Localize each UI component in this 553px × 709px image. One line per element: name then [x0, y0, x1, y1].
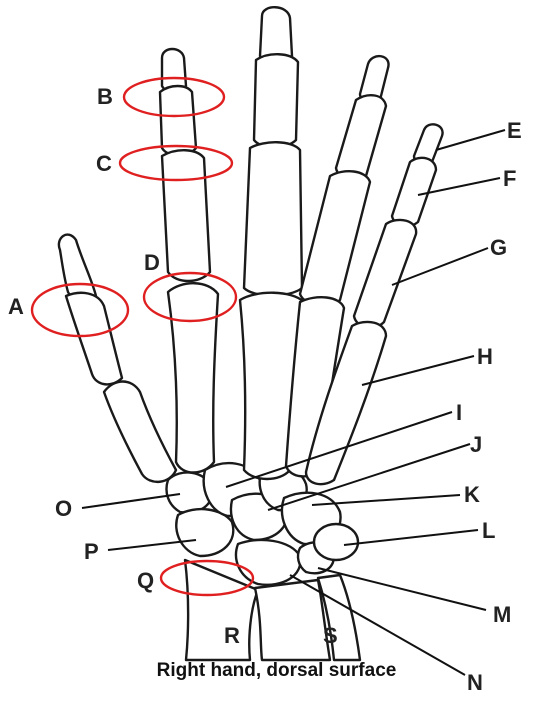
little-finger-bones: [304, 123, 444, 486]
leader-g: [391, 247, 489, 286]
label-a: A: [8, 294, 24, 319]
label-o: O: [55, 496, 73, 521]
leader-n: [289, 574, 466, 676]
ring-c: [118, 144, 234, 182]
label-p: P: [84, 539, 99, 564]
label-r: R: [224, 623, 240, 648]
leader-k: [311, 494, 461, 506]
label-k: K: [464, 482, 480, 507]
ring-d: [142, 271, 238, 323]
leader-f: [417, 177, 501, 196]
label-h: H: [477, 344, 493, 369]
leader-m: [317, 567, 487, 611]
index-finger-bones: [158, 47, 220, 474]
label-n: N: [467, 670, 483, 695]
label-d: D: [144, 250, 160, 275]
ring-b: [122, 76, 226, 118]
leader-e: [435, 129, 506, 151]
label-b: B: [97, 84, 113, 109]
label-j: J: [470, 432, 483, 457]
forearm-bones: [183, 558, 362, 662]
leader-l: [343, 529, 479, 546]
leader-lines: [81, 129, 506, 676]
ring-q: [159, 559, 255, 597]
label-l: L: [482, 518, 496, 543]
ring-a: [30, 282, 130, 338]
label-m: M: [493, 602, 512, 627]
highlight-rings: [30, 76, 255, 597]
leader-p: [107, 539, 197, 551]
label-q: Q: [137, 568, 155, 593]
ring-finger-bones: [284, 55, 390, 478]
label-i: I: [456, 400, 463, 425]
leader-h: [361, 355, 475, 386]
label-f: F: [503, 166, 517, 191]
leader-o: [81, 493, 181, 509]
label-s: S: [323, 623, 338, 648]
leader-j: [267, 443, 471, 511]
label-e: E: [507, 118, 522, 143]
diagram-caption: Right hand, dorsal surface: [156, 660, 397, 681]
label-g: G: [490, 235, 508, 260]
label-c: C: [96, 151, 112, 176]
leader-i: [225, 411, 453, 488]
